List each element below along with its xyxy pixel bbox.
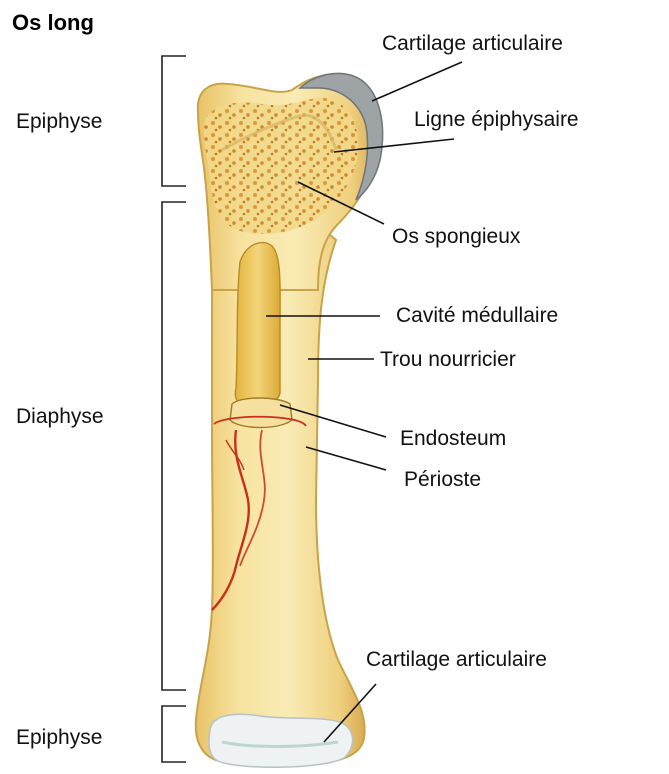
diaphysis-label: Diaphyse (16, 405, 104, 428)
label-nutrient-foramen: Trou nourricier (380, 348, 516, 371)
label-cartilage-bottom: Cartilage articulaire (366, 648, 547, 671)
label-epiphyseal-line: Ligne épiphysaire (414, 108, 579, 131)
endosteum-ring (230, 398, 292, 428)
leader-periosteum (306, 447, 386, 470)
label-periosteum: Périoste (404, 468, 481, 491)
leader-cartilage-top (372, 62, 462, 101)
label-spongy-bone: Os spongieux (392, 225, 521, 248)
label-medullary-cavity: Cavité médullaire (396, 304, 558, 327)
epiphysis-top-bracket (162, 56, 186, 186)
epiphysis-bottom-bracket (162, 706, 186, 762)
bone (196, 73, 383, 767)
label-endosteum: Endosteum (400, 427, 506, 450)
epiphysis-top-label: Epiphyse (16, 110, 102, 133)
articular-cartilage-bottom (209, 714, 353, 767)
diagram-title: Os long (12, 10, 94, 35)
label-cartilage-top: Cartilage articulaire (382, 32, 563, 55)
epiphysis-bottom-label: Epiphyse (16, 726, 102, 749)
diaphysis-bracket (162, 202, 186, 690)
medullary-cavity-shape (235, 243, 280, 404)
